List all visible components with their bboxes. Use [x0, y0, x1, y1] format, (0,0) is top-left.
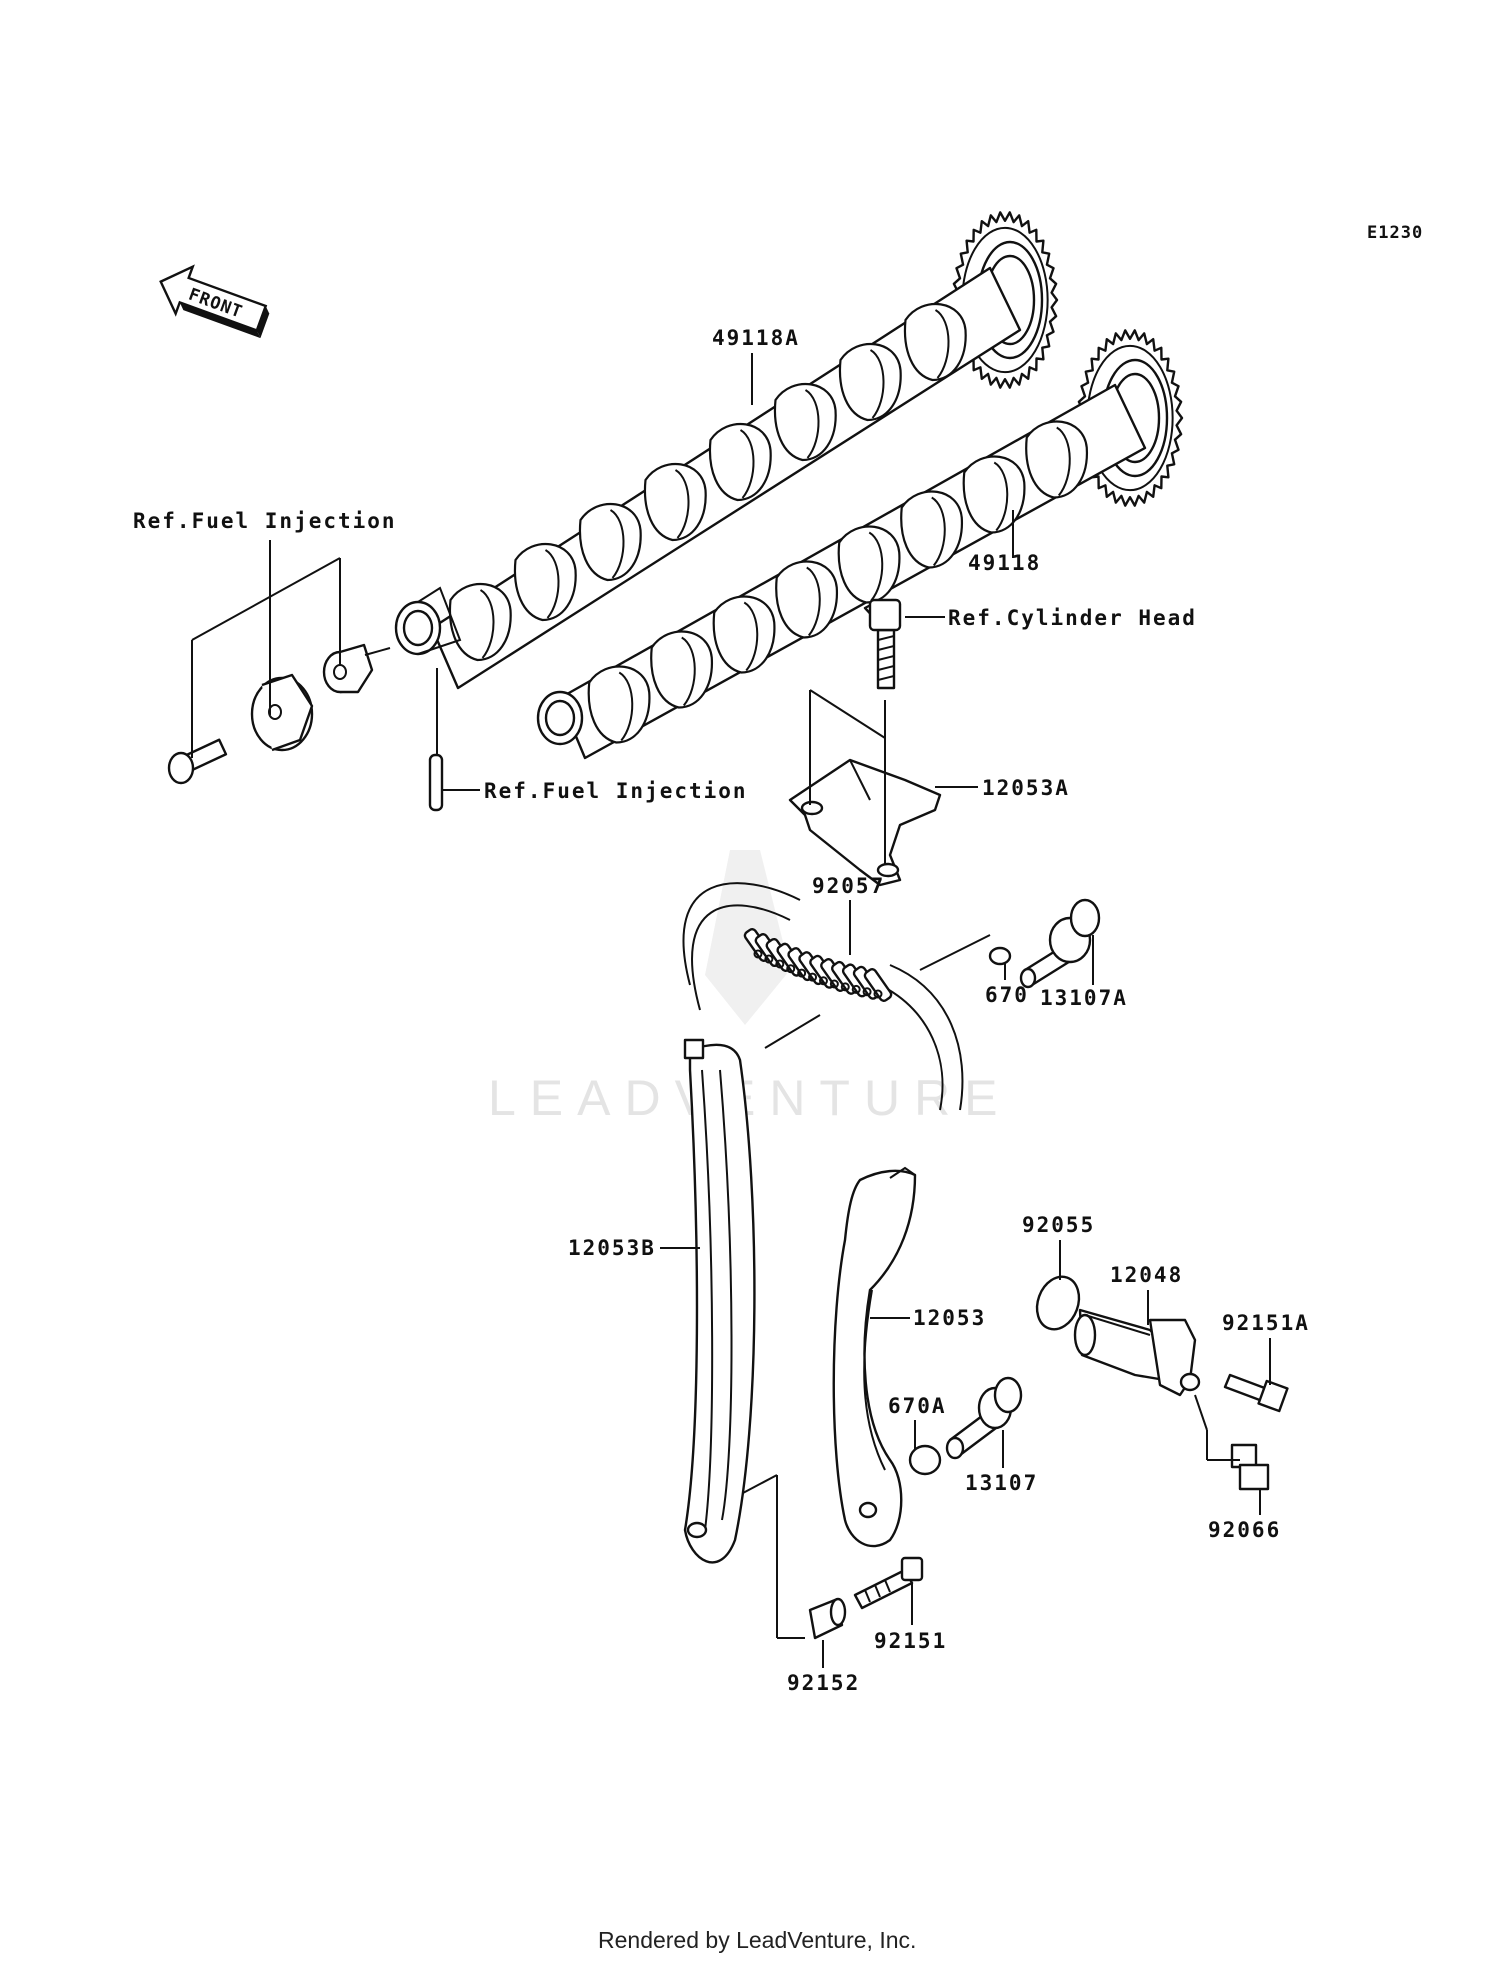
collar-92152: [808, 1597, 847, 1640]
callout-ref-fuel-injection-bottom[interactable]: Ref.Fuel Injection: [484, 779, 748, 803]
bolt-92151A: [1223, 1373, 1289, 1413]
diagram-code: E1230: [1367, 223, 1423, 243]
callout-92152[interactable]: 92152: [787, 1671, 860, 1695]
callout-92055[interactable]: 92055: [1022, 1213, 1095, 1237]
callout-49118[interactable]: 49118: [968, 551, 1041, 575]
front-arrow-icon: FRONT: [159, 264, 270, 339]
callout-ref-fuel-injection-top[interactable]: Ref.Fuel Injection: [133, 509, 397, 533]
callout-12053B[interactable]: 12053B: [568, 1236, 656, 1260]
chain-guide-12053: [832, 1166, 917, 1548]
o-ring-670: [988, 946, 1012, 966]
callout-92066[interactable]: 92066: [1208, 1518, 1281, 1542]
callout-49118A[interactable]: 49118A: [712, 326, 800, 350]
callout-ref-cylinder-head[interactable]: Ref.Cylinder Head: [948, 606, 1197, 630]
callout-13107[interactable]: 13107: [965, 1471, 1038, 1495]
callout-92151A[interactable]: 92151A: [1222, 1311, 1310, 1335]
ref-fuel-injection-parts: [167, 643, 444, 812]
callout-12048[interactable]: 12048: [1110, 1263, 1183, 1287]
cam-chain-92057: [682, 882, 964, 1111]
leader-lines: [191, 353, 1271, 1668]
callout-12053A[interactable]: 12053A: [982, 776, 1070, 800]
chain-guide-12053B: [683, 1038, 756, 1564]
watermark: LEADVENTURE: [488, 850, 1012, 1126]
callout-670[interactable]: 670: [985, 983, 1029, 1007]
watermark-text: LEADVENTURE: [488, 1070, 1012, 1126]
callout-12053[interactable]: 12053: [913, 1306, 986, 1330]
callout-92151[interactable]: 92151: [874, 1629, 947, 1653]
callout-92057[interactable]: 92057: [812, 874, 885, 898]
cap-bolt-92066: [1230, 1443, 1270, 1491]
o-ring-92055: [1035, 1275, 1081, 1331]
bolt-92151: [853, 1556, 924, 1610]
o-ring-670A: [908, 1444, 942, 1476]
bolt-13107A: [1019, 898, 1101, 989]
chain-guide-12053A: [788, 758, 942, 887]
camshaft-49118: [536, 329, 1184, 760]
footer-credit: Rendered by LeadVenture, Inc.: [598, 1927, 916, 1953]
callout-670A[interactable]: 670A: [888, 1394, 947, 1418]
callout-13107A[interactable]: 13107A: [1040, 986, 1128, 1010]
tensioner-12048: [1073, 1308, 1201, 1397]
camshaft-49118A: [394, 211, 1059, 690]
bolt-ref-cylinder-head: [863, 598, 902, 690]
bolt-13107: [945, 1376, 1023, 1460]
